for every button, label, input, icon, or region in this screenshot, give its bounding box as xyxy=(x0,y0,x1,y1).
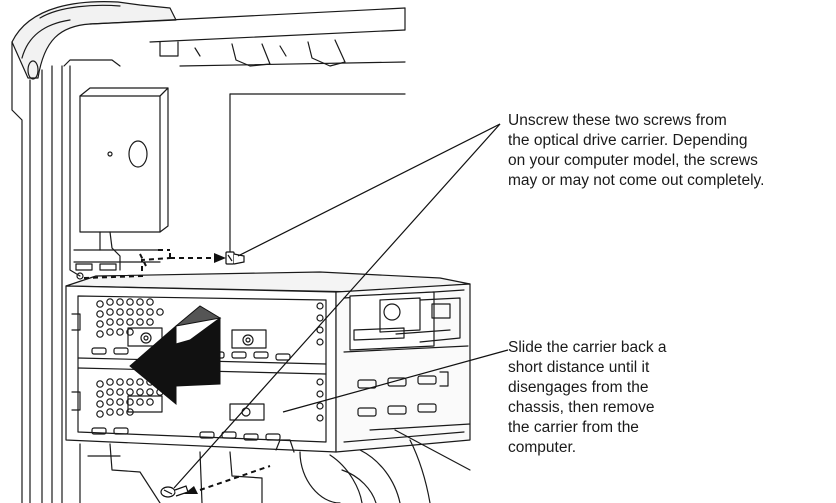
front-panel-bracket xyxy=(73,87,301,287)
callout-line: the optical drive carrier. Depending xyxy=(508,132,748,149)
optical-drive-carrier xyxy=(65,271,471,453)
callout-line: computer. xyxy=(508,439,577,456)
screw-path-dashed xyxy=(83,249,271,491)
screw-icon xyxy=(225,251,245,265)
callout-line: may or may not come out completely. xyxy=(508,172,765,189)
screw-icon xyxy=(160,485,189,498)
callout-line: the carrier from the xyxy=(508,419,639,436)
callout-line: chassis, then remove xyxy=(508,399,655,416)
slide-instruction-callout: Slide the carrier back a short distance … xyxy=(508,338,667,458)
callout-line: disengages from the xyxy=(508,379,649,396)
chassis-handle xyxy=(11,1,177,80)
unscrew-instruction-callout: Unscrew these two screws from the optica… xyxy=(508,111,764,191)
chassis-frame xyxy=(11,7,406,503)
direction-arrow xyxy=(129,317,221,406)
callout-line: Unscrew these two screws from xyxy=(508,112,727,129)
callout-line: short distance until it xyxy=(508,359,650,376)
leader-lines xyxy=(173,123,509,489)
callout-line: Slide the carrier back a xyxy=(508,339,667,356)
callout-line: on your computer model, the screws xyxy=(508,152,758,169)
lower-chassis xyxy=(79,429,471,503)
